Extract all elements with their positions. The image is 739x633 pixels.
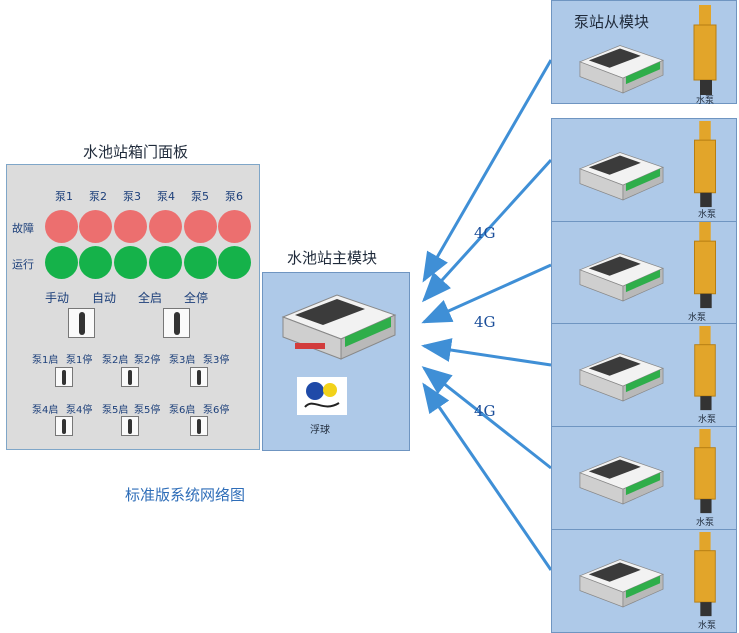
run-lamp-3	[114, 246, 147, 279]
slave-title: 泵站从模块	[574, 13, 650, 31]
water-pump-icon	[694, 222, 716, 309]
pump1-switch[interactable]	[55, 367, 73, 387]
controller-module-icon	[578, 559, 665, 608]
link-6	[422, 382, 553, 571]
pump5-stop-label: 泵5停	[134, 405, 161, 416]
pump-label-4: 泵4	[157, 190, 175, 203]
pump5-start-label: 泵5启	[102, 405, 129, 416]
pump6-start-label: 泵6启	[169, 405, 196, 416]
pump2-start-label: 泵2启	[102, 355, 129, 366]
pump3-stop-label: 泵3停	[203, 355, 230, 366]
switch-knob-icon	[128, 419, 132, 434]
fault-lamp-5	[184, 210, 217, 243]
network-label-1: 4G	[474, 224, 496, 242]
pump-label: 水泵	[698, 210, 717, 220]
mode-all-stop-label: 全停	[184, 291, 209, 305]
pump1-start-label: 泵1启	[32, 355, 59, 366]
fault-lamp-3	[114, 210, 147, 243]
network-label-3: 4G	[474, 402, 496, 420]
controller-module-icon	[578, 152, 665, 201]
pump-label-2: 泵2	[89, 190, 107, 203]
switch-knob-icon	[197, 370, 201, 385]
pump6-switch[interactable]	[190, 416, 208, 436]
water-pump-icon	[694, 532, 716, 617]
mode-manual-label: 手动	[45, 291, 70, 305]
pump4-stop-label: 泵4停	[66, 405, 93, 416]
slave-module-1: 泵站从模块 水泵	[551, 0, 737, 106]
pump-label: 水泵	[696, 518, 715, 528]
slave-module-4: 水泵	[551, 323, 737, 427]
master-title: 水池站主模块	[287, 249, 378, 267]
diagram-caption: 标准版系统网络图	[125, 486, 246, 504]
link-3	[421, 263, 552, 324]
pump-label: 水泵	[698, 415, 717, 425]
slave-module-2: 水泵	[551, 118, 737, 222]
switch-knob-icon	[128, 370, 132, 385]
controller-module-icon	[281, 294, 397, 360]
fault-lamp-4	[149, 210, 182, 243]
water-pump-icon	[694, 326, 716, 411]
switch-knob-icon	[174, 312, 180, 335]
run-lamp-5	[184, 246, 217, 279]
pump5-switch[interactable]	[121, 416, 139, 436]
pump2-stop-label: 泵2停	[134, 355, 161, 366]
pump1-stop-label: 泵1停	[66, 355, 93, 366]
mode-auto-label: 自动	[92, 291, 117, 305]
controller-module-icon	[578, 456, 665, 505]
switch-knob-icon	[62, 419, 66, 434]
pump4-start-label: 泵4启	[32, 405, 59, 416]
fault-lamp-1	[45, 210, 78, 243]
all-start-stop-switch[interactable]	[163, 308, 190, 338]
pump2-switch[interactable]	[121, 367, 139, 387]
run-lamp-4	[149, 246, 182, 279]
water-pump-icon	[693, 5, 717, 95]
switch-knob-icon	[62, 370, 66, 385]
run-lamp-2	[79, 246, 112, 279]
pump-label-6: 泵6	[225, 190, 243, 203]
pump4-switch[interactable]	[55, 416, 73, 436]
float-ball-label: 浮球	[310, 425, 330, 436]
run-lamp-1	[45, 246, 78, 279]
mode-all-start-label: 全启	[138, 291, 163, 305]
fault-row-label: 故障	[12, 222, 34, 235]
slave-module-3: 水泵	[551, 221, 737, 325]
float-ball-icon	[297, 377, 347, 415]
pump3-start-label: 泵3启	[169, 355, 196, 366]
switch-knob-icon	[79, 312, 85, 335]
slave-module-6: 水泵	[551, 529, 737, 633]
fault-lamp-2	[79, 210, 112, 243]
link-2	[421, 158, 553, 303]
run-row-label: 运行	[12, 258, 34, 271]
pump6-stop-label: 泵6停	[203, 405, 230, 416]
fault-lamp-6	[218, 210, 251, 243]
panel-title: 水池站箱门面板	[83, 143, 189, 161]
controller-module-icon	[578, 45, 665, 94]
pump-label-1: 泵1	[55, 190, 73, 203]
pump-label: 水泵	[698, 621, 717, 631]
switch-knob-icon	[197, 419, 201, 434]
controller-module-icon	[578, 253, 665, 302]
link-1	[422, 59, 553, 283]
pump-label: 水泵	[688, 313, 707, 323]
slave-module-5: 水泵	[551, 426, 737, 530]
run-lamp-6	[218, 246, 251, 279]
pump3-switch[interactable]	[190, 367, 208, 387]
pump-label-5: 泵5	[191, 190, 209, 203]
mode-selector-switch[interactable]	[68, 308, 95, 338]
door-panel: 泵1 泵2 泵3 泵4 泵5 泵6 故障 运行 手动 自动 全启 全停 泵1启 …	[6, 164, 260, 450]
link-4	[421, 338, 552, 367]
network-label-2: 4G	[474, 313, 496, 331]
water-pump-icon	[694, 429, 716, 514]
pump-label: 水泵	[696, 96, 715, 106]
controller-module-icon	[578, 353, 665, 402]
master-module-box: 浮球	[262, 272, 410, 451]
water-pump-icon	[694, 121, 716, 208]
pump-label-3: 泵3	[123, 190, 141, 203]
